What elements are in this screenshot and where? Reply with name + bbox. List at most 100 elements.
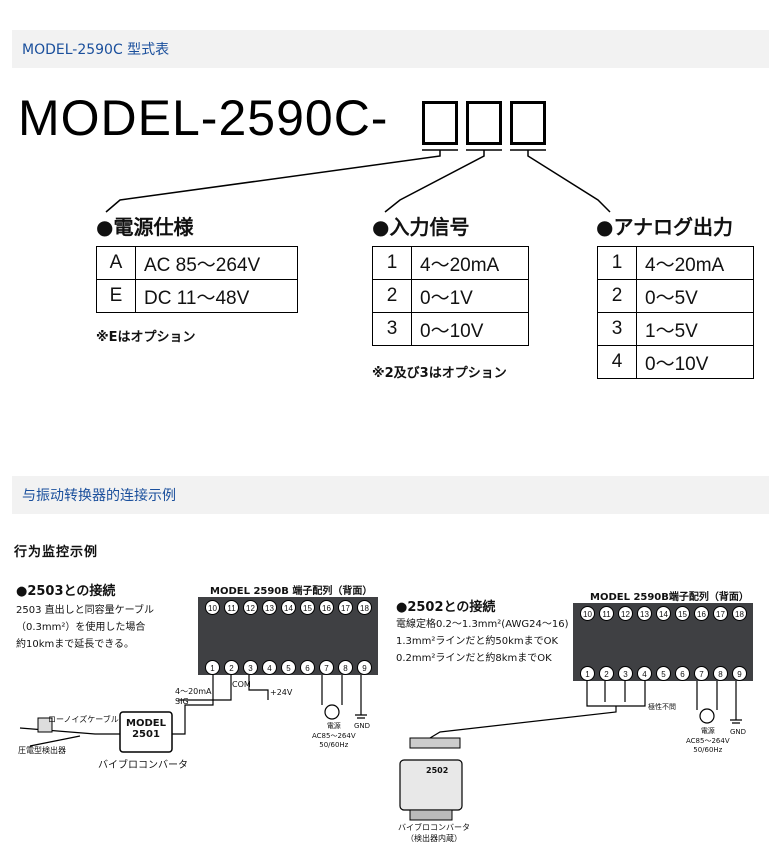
left-diagram-desc: 2503 直出しと同容量ケーブル （0.3mm²）を使用した場合 約10kmまで… (16, 602, 154, 653)
code-connector-lines (105, 149, 611, 213)
right-gnd-label: GND (730, 728, 747, 736)
terminal-11: 11 (224, 600, 239, 615)
terminal-4: 4 (262, 660, 277, 675)
left-com-label: COM (232, 680, 251, 689)
model-table-header-text: MODEL-2590C 型式表 (22, 42, 170, 58)
right-device-label: 2502 (426, 766, 449, 775)
terminal-14: 14 (656, 606, 671, 621)
terminal-2: 2 (224, 660, 239, 675)
terminal-13: 13 (637, 606, 652, 621)
left-cable-label: ローノイズケーブル (48, 715, 119, 724)
power-spec-table: A AC 85～264V E DC 11～48V (96, 246, 298, 313)
terminal-1: 1 (580, 666, 595, 681)
input-note: ※2及び3はオプション (372, 366, 507, 381)
table-row: 1 4～20mA (372, 246, 529, 280)
left-24v-label: +24V (270, 688, 293, 697)
power-spec-title: ●電源仕様 (96, 215, 194, 239)
output-code-1: 1 (597, 246, 637, 280)
output-value-1: 4～20mA (636, 246, 754, 280)
terminal-6: 6 (300, 660, 315, 675)
terminal-7: 7 (319, 660, 334, 675)
terminal-2: 2 (599, 666, 614, 681)
terminal-1: 1 (205, 660, 220, 675)
terminal-12: 12 (618, 606, 633, 621)
power-value-e: DC 11～48V (135, 279, 298, 313)
terminal-18: 18 (357, 600, 372, 615)
power-note: ※Eはオプション (96, 330, 196, 345)
right-desc-line: 1.3mm²ラインだと約50kmまでOK (396, 636, 559, 647)
table-row: 2 0～5V (597, 279, 754, 313)
table-row: 4 0～10V (597, 345, 754, 379)
terminal-10: 10 (580, 606, 595, 621)
terminal-16: 16 (319, 600, 334, 615)
input-value-3: 0～10V (411, 312, 529, 346)
model-table-header: MODEL-2590C 型式表 (12, 30, 769, 68)
right-diagram-title: ●2502との接続 (396, 600, 496, 615)
analog-output-table: 1 4～20mA 2 0～5V 3 1～5V 4 0～10V (597, 246, 754, 379)
terminal-6: 6 (675, 666, 690, 681)
right-desc-line: 0.2mm²ラインだと約8kmまでOK (396, 653, 552, 664)
terminal-9: 9 (357, 660, 372, 675)
input-signal-title: ●入力信号 (372, 215, 470, 239)
right-polarity-label: 極性不問 (648, 703, 676, 711)
right-converter-label: バイブロコンバータ （検出器内蔵） (398, 823, 470, 843)
input-signal-table: 1 4～20mA 2 0～1V 3 0～10V (372, 246, 529, 346)
table-row: A AC 85～264V (96, 246, 298, 280)
left-power-label: 電源 AC85～264V 50/60Hz (312, 722, 356, 749)
input-code-1: 1 (372, 246, 412, 280)
terminal-8: 8 (338, 660, 353, 675)
output-value-3: 1～5V (636, 312, 754, 346)
left-desc-line: （0.3mm²）を使用した場合 (16, 622, 146, 633)
terminal-9: 9 (732, 666, 747, 681)
terminal-17: 17 (338, 600, 353, 615)
left-desc-line: 約10kmまで延長できる。 (16, 639, 135, 650)
terminal-14: 14 (281, 600, 296, 615)
terminal-18: 18 (732, 606, 747, 621)
terminal-8: 8 (713, 666, 728, 681)
connection-header-text: 与振动转换器的连接示例 (22, 488, 176, 504)
model-code: MODEL-2590C- (18, 90, 389, 146)
power-code-a: A (96, 246, 136, 280)
terminal-3: 3 (618, 666, 633, 681)
code-box-3 (510, 101, 546, 145)
terminal-11: 11 (599, 606, 614, 621)
connection-header: 与振动转换器的连接示例 (12, 476, 769, 514)
left-gnd-label: GND (354, 722, 371, 730)
left-terminal-title: MODEL 2590B 端子配列（背面） (210, 586, 373, 597)
left-sensor-label: 圧電型検出器 (18, 746, 66, 755)
terminal-15: 15 (675, 606, 690, 621)
terminal-15: 15 (300, 600, 315, 615)
left-sig-label: 4～20mA SIG (175, 687, 212, 706)
code-box-2 (466, 101, 502, 145)
terminal-12: 12 (243, 600, 258, 615)
table-row: 3 0～10V (372, 312, 529, 346)
code-box-1 (422, 101, 458, 145)
input-value-2: 0～1V (411, 279, 529, 313)
terminal-13: 13 (262, 600, 277, 615)
right-terminal-title: MODEL 2590B端子配列（背面） (590, 592, 749, 603)
table-row: 2 0～1V (372, 279, 529, 313)
terminal-7: 7 (694, 666, 709, 681)
terminal-5: 5 (656, 666, 671, 681)
output-value-2: 0～5V (636, 279, 754, 313)
example-title: 行为监控示例 (14, 545, 99, 560)
right-diagram-desc: 電線定格0.2～1.3mm²(AWG24～16) 1.3mm²ラインだと約50k… (396, 616, 568, 667)
input-value-1: 4～20mA (411, 246, 529, 280)
left-desc-line: 2503 直出しと同容量ケーブル (16, 605, 155, 616)
table-row: E DC 11～48V (96, 279, 298, 313)
table-row: 3 1～5V (597, 312, 754, 346)
output-value-4: 0～10V (636, 345, 754, 379)
terminal-10: 10 (205, 600, 220, 615)
right-power-label: 電源 AC85～264V 50/60Hz (686, 727, 730, 754)
terminal-3: 3 (243, 660, 258, 675)
terminal-17: 17 (713, 606, 728, 621)
terminal-5: 5 (281, 660, 296, 675)
left-converter-label: バイブロコンバータ (98, 760, 188, 771)
left-converter-box: MODEL 2501 (126, 718, 166, 740)
power-value-a: AC 85～264V (135, 246, 298, 280)
table-row: 1 4～20mA (597, 246, 754, 280)
right-desc-line: 電線定格0.2～1.3mm²(AWG24～16) (396, 619, 569, 630)
terminal-16: 16 (694, 606, 709, 621)
